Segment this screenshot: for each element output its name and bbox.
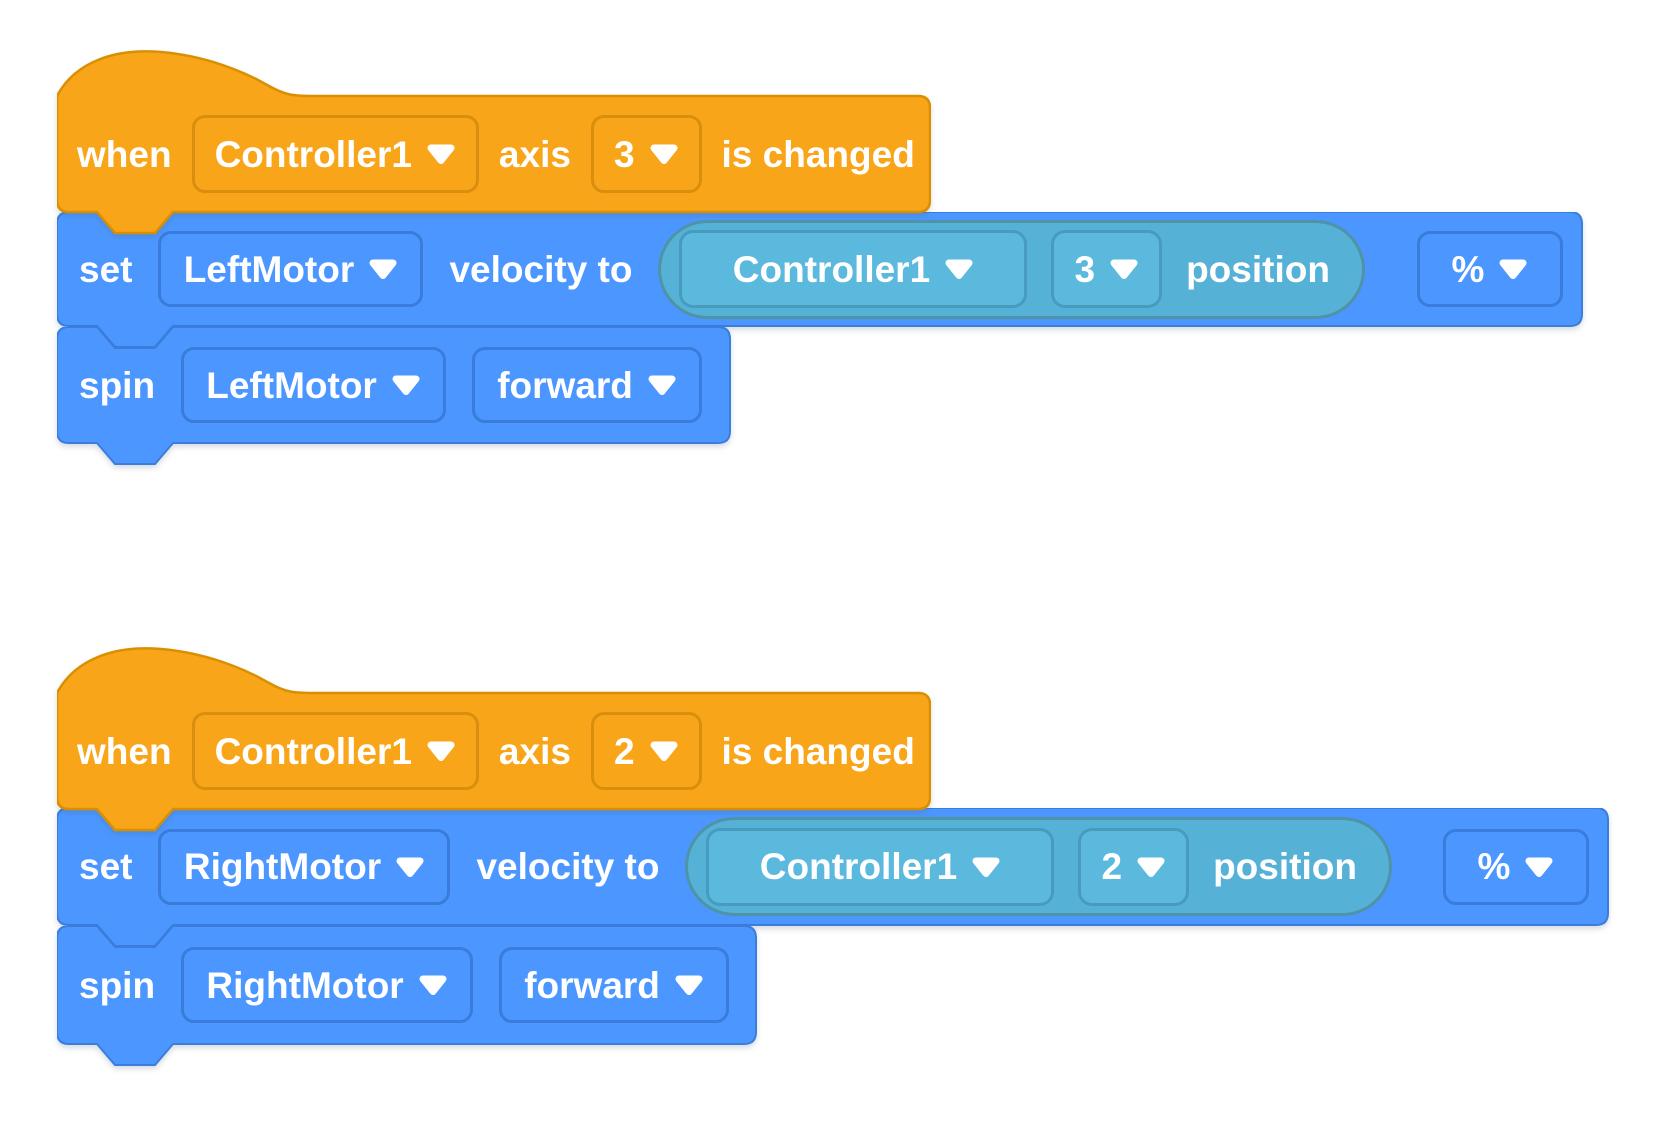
position-label: position — [1186, 248, 1330, 290]
direction-dropdown[interactable]: forward — [472, 347, 703, 423]
is-changed-label: is changed — [721, 133, 915, 175]
controller-dropdown[interactable]: Controller1 — [679, 230, 1028, 308]
motor-dropdown-value: RightMotor — [206, 964, 404, 1006]
axis-dropdown-value: 3 — [1074, 248, 1096, 290]
when-label: when — [77, 133, 172, 175]
controller-dropdown-value: Controller1 — [732, 248, 931, 290]
axis-dropdown[interactable]: 2 — [1078, 827, 1190, 906]
axis-dropdown[interactable]: 3 — [590, 115, 702, 193]
controller-dropdown[interactable]: Controller1 — [191, 115, 479, 193]
spin-label: spin — [79, 364, 156, 406]
block-shape — [57, 647, 931, 832]
axis-dropdown-value: 3 — [613, 133, 635, 175]
controller-dropdown-value: Controller1 — [759, 846, 958, 887]
chevron-down-icon — [392, 375, 420, 395]
chevron-down-icon — [427, 144, 455, 164]
controller-position-reporter[interactable]: Controller1 3 position — [658, 219, 1365, 319]
block-shape — [57, 327, 731, 465]
axis-label: axis — [498, 133, 571, 175]
chevron-down-icon — [1499, 259, 1527, 279]
motor-dropdown[interactable]: LeftMotor — [158, 231, 424, 307]
is-changed-label: is changed — [721, 730, 915, 772]
when-axis-changed-hat-block[interactable]: when Controller1 axis 3 is changed — [57, 50, 931, 236]
controller-dropdown[interactable]: Controller1 — [706, 827, 1055, 906]
controller-dropdown[interactable]: Controller1 — [191, 712, 479, 790]
motor-dropdown[interactable]: RightMotor — [181, 947, 474, 1023]
chevron-down-icon — [945, 259, 973, 279]
spin-label: spin — [79, 964, 156, 1006]
motor-dropdown-value: RightMotor — [183, 846, 382, 887]
controller-dropdown-value: Controller1 — [214, 730, 412, 772]
chevron-down-icon — [396, 857, 424, 877]
chevron-down-icon — [972, 857, 1000, 877]
direction-dropdown[interactable]: forward — [499, 947, 730, 1023]
chevron-down-icon — [650, 144, 678, 164]
velocity-to-label: velocity to — [476, 846, 660, 887]
chevron-down-icon — [1137, 857, 1165, 877]
block-shape — [57, 926, 757, 1066]
block-shape — [57, 50, 931, 235]
chevron-down-icon — [1110, 259, 1138, 279]
motor-dropdown-value: LeftMotor — [183, 248, 355, 290]
motor-dropdown[interactable]: RightMotor — [158, 828, 451, 905]
controller-dropdown-value: Controller1 — [214, 133, 412, 175]
chevron-down-icon — [427, 741, 455, 761]
set-label: set — [79, 846, 133, 887]
motor-dropdown-value: LeftMotor — [206, 364, 377, 406]
set-velocity-block[interactable]: set RightMotor velocity to Controller1 2… — [57, 808, 1609, 948]
unit-dropdown[interactable]: % — [1417, 231, 1563, 307]
position-label: position — [1213, 846, 1357, 887]
axis-label: axis — [498, 730, 571, 772]
direction-dropdown-value: forward — [524, 964, 660, 1006]
chevron-down-icon — [650, 741, 678, 761]
spin-block[interactable]: spin LeftMotor forward — [57, 327, 731, 466]
spin-block[interactable]: spin RightMotor forward — [57, 926, 757, 1067]
chevron-down-icon — [419, 975, 447, 995]
chevron-down-icon — [1525, 857, 1553, 877]
set-label: set — [79, 248, 133, 290]
velocity-to-label: velocity to — [449, 248, 633, 290]
direction-dropdown-value: forward — [497, 364, 633, 406]
axis-dropdown[interactable]: 3 — [1051, 230, 1163, 308]
axis-dropdown-value: 2 — [613, 730, 635, 772]
chevron-down-icon — [675, 975, 703, 995]
axis-dropdown[interactable]: 2 — [590, 712, 702, 790]
unit-dropdown[interactable]: % — [1443, 828, 1589, 905]
unit-dropdown-value: % — [1477, 846, 1511, 887]
controller-position-reporter[interactable]: Controller1 2 position — [685, 817, 1392, 916]
chevron-down-icon — [648, 375, 676, 395]
motor-dropdown[interactable]: LeftMotor — [181, 347, 447, 423]
axis-dropdown-value: 2 — [1101, 846, 1123, 887]
set-velocity-block[interactable]: set LeftMotor velocity to Controller1 3 … — [57, 212, 1583, 349]
unit-dropdown-value: % — [1451, 248, 1485, 290]
chevron-down-icon — [369, 259, 397, 279]
when-label: when — [77, 730, 172, 772]
when-axis-changed-hat-block[interactable]: when Controller1 axis 2 is changed — [57, 647, 931, 833]
